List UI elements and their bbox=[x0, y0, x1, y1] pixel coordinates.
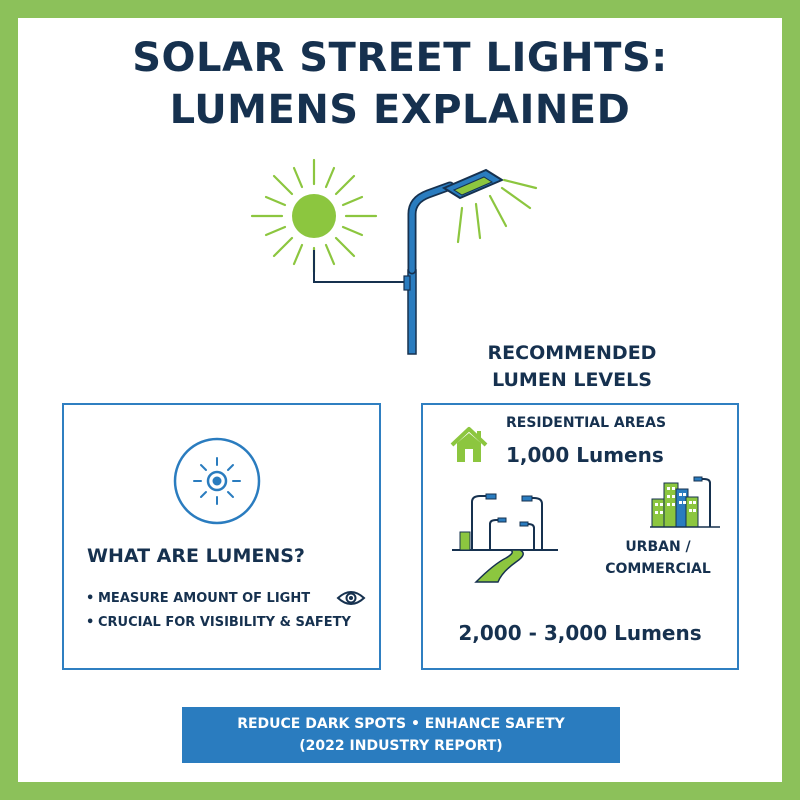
title-line-1: SOLAR STREET LIGHTS: bbox=[132, 35, 668, 81]
eye-icon bbox=[336, 591, 366, 605]
urban-label-line-1: URBAN / bbox=[625, 539, 691, 555]
sun-icon bbox=[250, 158, 378, 274]
recommended-line-1: RECOMMENDED bbox=[487, 342, 657, 364]
bullet-item: •MEASURE AMOUNT OF LIGHT bbox=[86, 589, 386, 613]
recommended-line-2: LUMEN LEVELS bbox=[492, 369, 652, 391]
residential-label: RESIDENTIAL AREAS bbox=[506, 415, 667, 431]
residential-value: 1,000 Lumens bbox=[506, 443, 664, 467]
page-title: SOLAR STREET LIGHTS: LUMENS EXPLAINED bbox=[0, 32, 800, 136]
safety-banner: REDUCE DARK SPOTS • ENHANCE SAFETY (2022… bbox=[182, 707, 620, 763]
power-cable bbox=[313, 250, 408, 283]
street-lamp-icon bbox=[403, 168, 538, 355]
bullet-dot: • bbox=[86, 591, 95, 606]
banner-line-1: REDUCE DARK SPOTS • ENHANCE SAFETY bbox=[237, 716, 565, 732]
urban-label-line-2: COMMERCIAL bbox=[605, 561, 711, 577]
what-are-lumens-heading: WHAT ARE LUMENS? bbox=[87, 545, 305, 567]
road-lamps-icon bbox=[452, 493, 558, 583]
bullet-dot: • bbox=[86, 615, 95, 630]
city-buildings-icon bbox=[650, 476, 720, 528]
recommended-heading: RECOMMENDED LUMEN LEVELS bbox=[462, 340, 682, 394]
lumens-badge-icon bbox=[173, 437, 261, 525]
bullet-text: CRUCIAL FOR VISIBILITY & SAFETY bbox=[98, 615, 351, 630]
bullet-text: MEASURE AMOUNT OF LIGHT bbox=[98, 591, 311, 606]
title-line-2: LUMENS EXPLAINED bbox=[169, 87, 631, 133]
lumens-bullet-list: •MEASURE AMOUNT OF LIGHT •CRUCIAL FOR VI… bbox=[86, 589, 386, 637]
urban-commercial-label: URBAN / COMMERCIAL bbox=[598, 536, 718, 580]
bullet-item: •CRUCIAL FOR VISIBILITY & SAFETY bbox=[86, 613, 386, 637]
banner-line-2: (2022 INDUSTRY REPORT) bbox=[299, 738, 503, 754]
urban-value: 2,000 - 3,000 Lumens bbox=[458, 621, 702, 645]
house-icon bbox=[450, 427, 488, 462]
solar-street-light-illustration bbox=[250, 158, 538, 355]
